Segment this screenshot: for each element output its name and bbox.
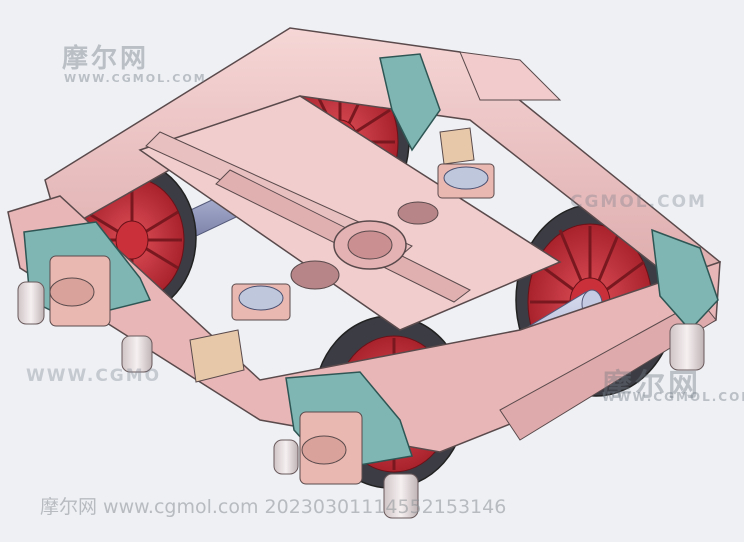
bearing-pads [231,163,495,321]
axle-box-rear-right [379,53,441,152]
bearing-pad-rear-right [437,163,495,199]
springs-front-left [273,439,419,519]
axle-box-front-right [651,228,719,371]
axle-box-rear-left [17,221,153,373]
bolster-hole-right [397,201,439,225]
brake-linkage [189,127,475,383]
springs-rear-left [17,281,153,373]
springs-front-right [669,323,705,371]
bolster-hole-left [290,260,340,290]
axle-box-front-left [273,371,419,519]
bearing-pad-front-left [231,283,291,321]
bogie-frame [7,27,721,453]
